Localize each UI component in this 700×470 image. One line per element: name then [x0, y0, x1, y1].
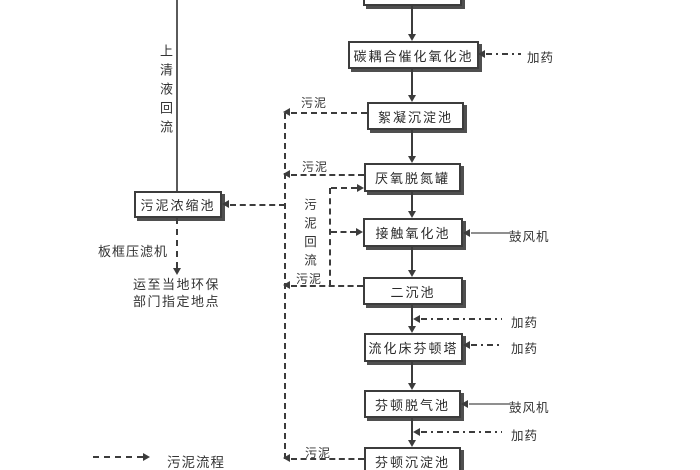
arrow-left-icon	[283, 281, 290, 289]
arrow-down-icon	[173, 268, 181, 275]
flow-line-8	[411, 418, 413, 440]
arrow-down-icon	[408, 440, 416, 447]
process-box-catalytic-oxidation: 碳耦合催化氧化池	[348, 41, 479, 69]
flow-line-2	[411, 69, 413, 95]
sludge-line-secondary-sed	[291, 285, 363, 287]
legend-sludge-flow-label: 污泥流程	[167, 455, 225, 470]
sludge-label: 污泥	[302, 160, 329, 174]
arrow-down-icon	[408, 95, 416, 102]
arrow-left-icon	[222, 200, 229, 208]
arrow-left-icon	[478, 50, 485, 58]
process-box-top-cutoff	[363, 0, 462, 6]
sludge-line-to-thickening	[230, 204, 285, 206]
flow-line-1	[411, 6, 413, 35]
dosing-line-2	[421, 318, 502, 320]
legend-dashed-line	[93, 456, 143, 458]
arrow-right-icon	[143, 453, 150, 461]
arrow-right-icon	[357, 184, 364, 192]
process-box-contact-oxidation: 接触氧化池	[363, 218, 463, 247]
blower-label: 鼓风机	[509, 401, 550, 415]
flow-line-7	[411, 362, 413, 383]
process-box-anaerobic-denitrification: 厌氧脱氮罐	[364, 163, 461, 192]
dosing-line-3	[471, 344, 503, 346]
arrow-left-icon	[463, 341, 470, 349]
arrow-left-icon	[413, 428, 420, 436]
sludge-label: 污泥	[301, 96, 328, 110]
process-box-flocculation-sedimentation: 絮凝沉淀池	[367, 102, 464, 130]
arrow-left-icon	[461, 400, 468, 408]
process-box-sludge-thickening: 污泥浓缩池	[134, 191, 222, 218]
arrow-down-icon	[408, 326, 416, 333]
disposal-line-1: 运至当地环保	[133, 277, 221, 292]
dosing-label: 加药	[527, 51, 555, 65]
arrow-down-icon	[408, 383, 416, 390]
arrow-down-icon	[408, 270, 416, 277]
flow-line-6	[411, 305, 413, 326]
blower-label: 鼓风机	[509, 230, 550, 244]
dosing-line-1	[486, 53, 521, 55]
sludge-return-branch-anaerobic	[331, 187, 357, 189]
process-box-secondary-sedimentation: 二沉池	[363, 277, 463, 305]
arrow-left-icon	[283, 454, 290, 462]
dosing-label: 加药	[511, 342, 539, 356]
blower-line-2	[469, 403, 510, 405]
sludge-line-flocculation	[291, 112, 367, 114]
sludge-return-line	[329, 188, 331, 286]
arrow-left-icon	[413, 315, 420, 323]
sludge-return-label: 污泥回流	[302, 198, 316, 272]
sludge-return-branch-contact	[331, 231, 356, 233]
flow-line-5	[411, 247, 413, 270]
process-box-fluidized-bed-fenton-tower: 流化床芬顿塔	[364, 333, 463, 362]
supernatant-return-label: 上清液回流	[158, 44, 173, 139]
sludge-line-anaerobic	[291, 174, 364, 176]
dosing-label: 加药	[511, 429, 539, 443]
flow-line-3	[411, 130, 413, 156]
supernatant-return-line	[176, 0, 178, 191]
arrow-left-icon	[283, 108, 290, 116]
sludge-line-fenton-sed	[291, 458, 364, 460]
sludge-label: 污泥	[305, 446, 332, 460]
sludge-label: 污泥	[296, 272, 323, 286]
arrow-left-icon	[463, 229, 470, 237]
dosing-label: 加药	[511, 316, 539, 330]
arrow-down-icon	[408, 211, 416, 218]
process-box-fenton-sedimentation: 芬顿沉淀池	[364, 447, 461, 470]
blower-line-1	[471, 232, 510, 234]
arrow-right-icon	[356, 228, 363, 236]
filter-press-line	[176, 218, 178, 268]
disposal-line-2: 部门指定地点	[133, 294, 221, 309]
process-box-fenton-degassing: 芬顿脱气池	[364, 390, 461, 418]
arrow-down-icon	[408, 34, 416, 41]
dosing-line-4	[421, 431, 502, 433]
disposal-destination-text: 运至当地环保 部门指定地点	[133, 276, 220, 310]
flow-line-4	[411, 192, 413, 211]
filter-press-label: 板框压滤机	[98, 244, 169, 259]
arrow-left-icon	[283, 170, 290, 178]
arrow-down-icon	[408, 156, 416, 163]
